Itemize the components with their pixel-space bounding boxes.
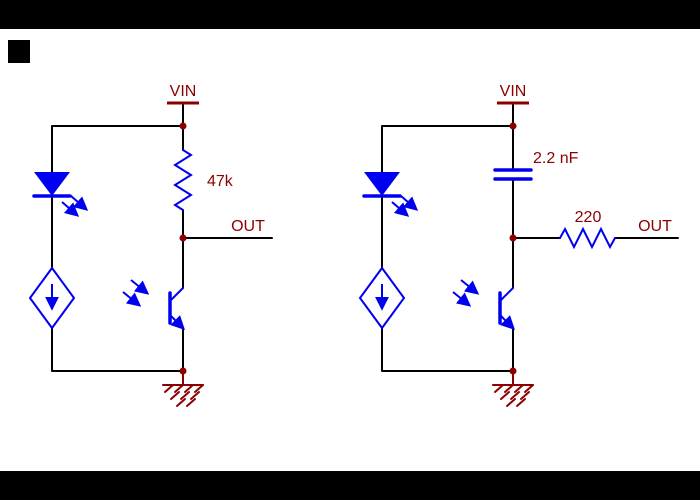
right-circuit: VIN 2.2 nF 220 OUT	[360, 83, 679, 407]
right-ir-led	[364, 172, 416, 215]
right-current-source	[360, 268, 404, 328]
right-vin-label: VIN	[500, 83, 527, 100]
right-series-resistor	[559, 226, 616, 250]
letterbox-top-bar	[0, 0, 700, 29]
right-capacitor-value: 2.2 nF	[533, 150, 579, 167]
left-circuit: VIN 47k OUT	[30, 83, 273, 407]
left-pullup-resistor-value: 47k	[207, 173, 234, 190]
left-out-label: OUT	[231, 218, 265, 235]
right-circuit-wires	[381, 102, 679, 372]
right-ground-symbol	[492, 370, 534, 407]
left-phototransistor	[123, 280, 183, 328]
right-out-label: OUT	[638, 218, 672, 235]
left-circuit-wires	[51, 102, 273, 372]
junction-dot	[179, 367, 187, 375]
letterbox-corner-square	[8, 40, 30, 63]
right-capacitor	[493, 168, 533, 181]
right-series-resistor-value: 220	[575, 209, 602, 226]
junction-dot	[509, 367, 517, 375]
junction-dot	[509, 122, 517, 130]
letterbox-bottom-bar	[0, 471, 700, 500]
junction-dot	[179, 234, 187, 242]
left-pullup-resistor	[173, 149, 193, 211]
junction-dot	[179, 122, 187, 130]
left-ground-symbol	[162, 370, 204, 407]
right-phototransistor	[453, 280, 513, 328]
junction-dot	[509, 234, 517, 242]
left-vin-label: VIN	[170, 83, 197, 100]
left-ir-led	[34, 172, 86, 215]
left-current-source	[30, 268, 74, 328]
